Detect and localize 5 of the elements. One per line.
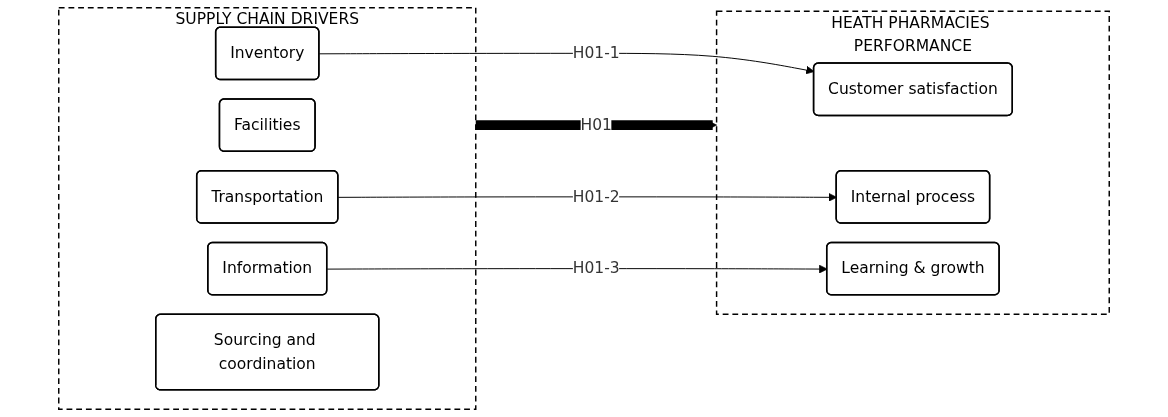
edge-label: H01-2 [572, 187, 620, 206]
edge-label: H01-1 [572, 43, 620, 63]
edge-label: H01-3 [572, 258, 620, 278]
edge-label: H01 [580, 115, 612, 134]
arrow [475, 120, 717, 130]
